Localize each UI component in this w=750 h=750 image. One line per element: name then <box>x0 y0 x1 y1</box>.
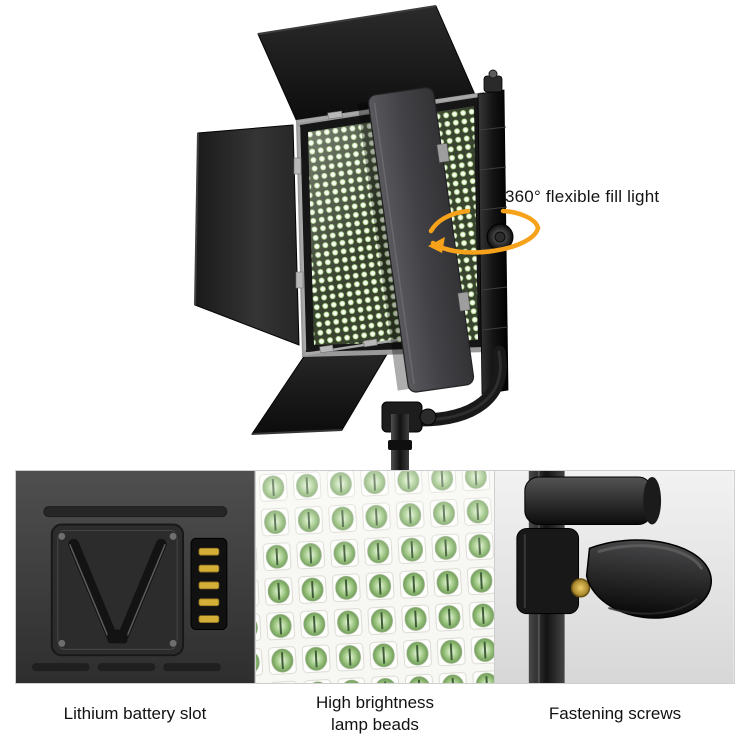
tilt-knob <box>419 408 437 426</box>
caption-lamp-beads: High brightness lamp beads <box>315 692 435 734</box>
feature-panels <box>15 470 736 684</box>
brass-screw <box>571 578 591 598</box>
plate-screws <box>57 531 178 648</box>
rotation-knob <box>486 223 514 251</box>
feature-panel-battery <box>15 470 256 684</box>
barn-door-left <box>194 124 300 346</box>
fastening-screws-photo <box>495 471 735 683</box>
feature-captions: Lithium battery slot High brightness lam… <box>15 686 735 742</box>
battery-slot-photo <box>16 471 255 683</box>
caption-fastening-screws: Fastening screws <box>548 703 682 723</box>
rotation-annotation-label: 360° flexible fill light <box>505 187 660 206</box>
feature-panel-screws <box>494 470 736 684</box>
light-stand-pole <box>388 414 412 470</box>
v-mount-plate <box>68 538 167 644</box>
caption-battery-slot: Lithium battery slot <box>63 703 207 723</box>
battery-contacts <box>190 537 228 630</box>
lamp-beads-photo <box>255 471 495 683</box>
clamp-head <box>516 476 662 615</box>
product-photo <box>194 5 541 470</box>
feature-panel-led-beads <box>254 470 496 684</box>
rotation-arrow-icon <box>428 208 541 255</box>
barn-door-right <box>357 87 475 393</box>
fastening-knob <box>586 539 713 619</box>
vent-slots <box>31 663 221 672</box>
